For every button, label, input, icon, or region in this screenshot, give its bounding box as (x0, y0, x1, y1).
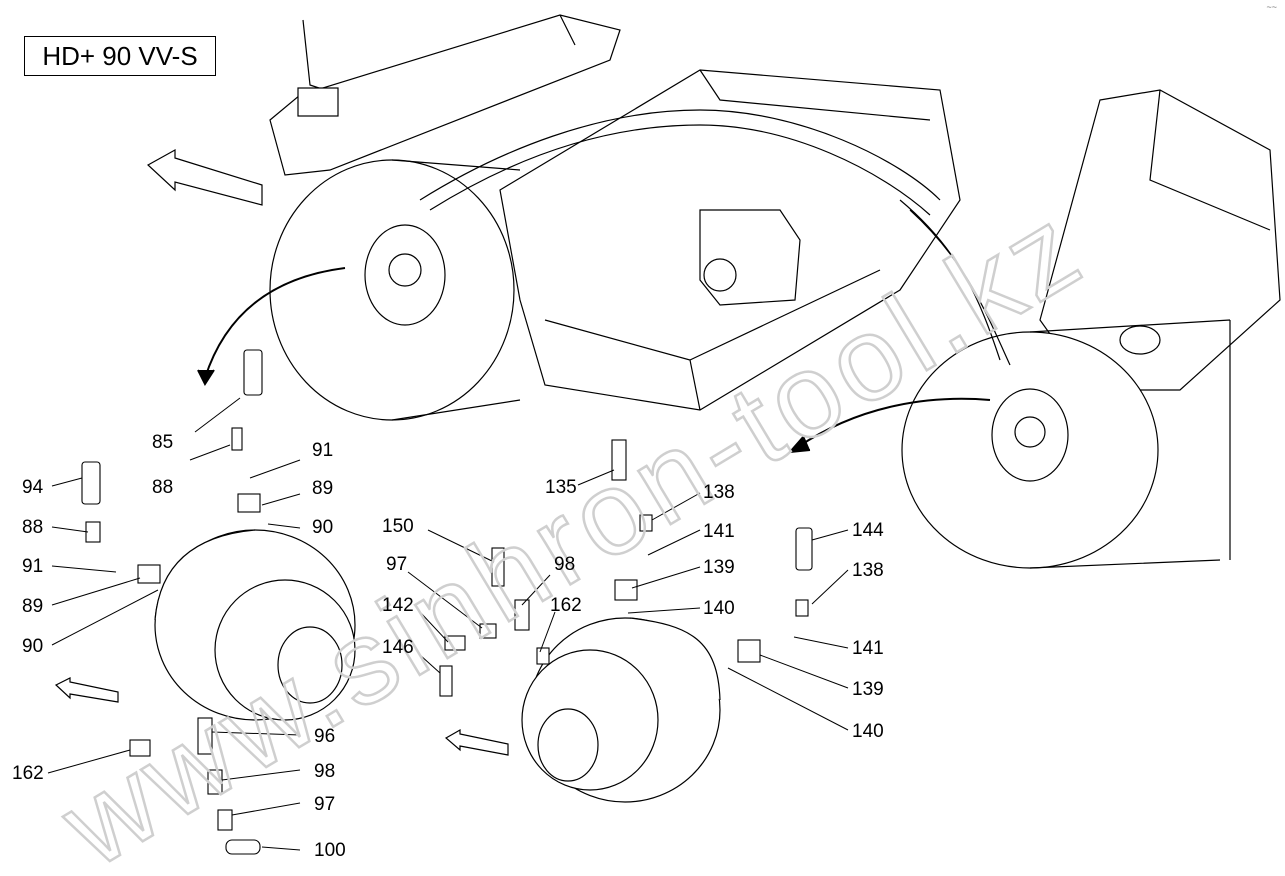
callout-97: 97 (314, 794, 335, 815)
leader-lines (47, 397, 849, 851)
callout-90-left: 90 (22, 636, 43, 657)
callout-88-left: 88 (22, 517, 43, 538)
callout-138: 138 (703, 482, 735, 503)
callout-85: 85 (152, 432, 173, 453)
callout-100: 100 (314, 840, 346, 861)
callout-labels: 85 88 91 89 90 94 88 91 89 90 162 96 98 … (12, 432, 884, 861)
fittings (81, 349, 813, 855)
callout-98-center: 98 (554, 554, 575, 575)
callout-139-right: 139 (852, 679, 884, 700)
callout-142: 142 (382, 595, 414, 616)
model-label-box: HD+ 90 VV-S (24, 36, 216, 76)
callout-88: 88 (152, 477, 173, 498)
callout-96: 96 (314, 726, 335, 747)
machine-frame (54, 14, 1281, 756)
left-wheel-motor (154, 529, 356, 721)
callout-146: 146 (382, 637, 414, 658)
callout-135: 135 (545, 477, 577, 498)
callout-139: 139 (703, 557, 735, 578)
callout-91: 91 (312, 440, 333, 461)
callout-138-right: 138 (852, 560, 884, 581)
detail-arrows (197, 267, 991, 454)
callout-162-center: 162 (550, 595, 582, 616)
callout-141: 141 (703, 521, 735, 542)
callout-144: 144 (852, 520, 884, 541)
callout-98: 98 (314, 761, 335, 782)
callout-162: 162 (12, 763, 44, 784)
callout-91-left: 91 (22, 556, 43, 577)
callout-89-left: 89 (22, 596, 43, 617)
corner-mark: ~~ (1266, 2, 1277, 12)
callout-94: 94 (22, 477, 44, 498)
model-label: HD+ 90 VV-S (42, 40, 198, 71)
callout-141-right: 141 (852, 638, 884, 659)
right-wheel-motor (521, 617, 721, 803)
callout-140-right: 140 (852, 721, 884, 742)
callout-90: 90 (312, 517, 333, 538)
callout-150: 150 (382, 516, 414, 537)
callout-140: 140 (703, 598, 735, 619)
callout-89: 89 (312, 478, 333, 499)
callout-97-center: 97 (386, 554, 407, 575)
